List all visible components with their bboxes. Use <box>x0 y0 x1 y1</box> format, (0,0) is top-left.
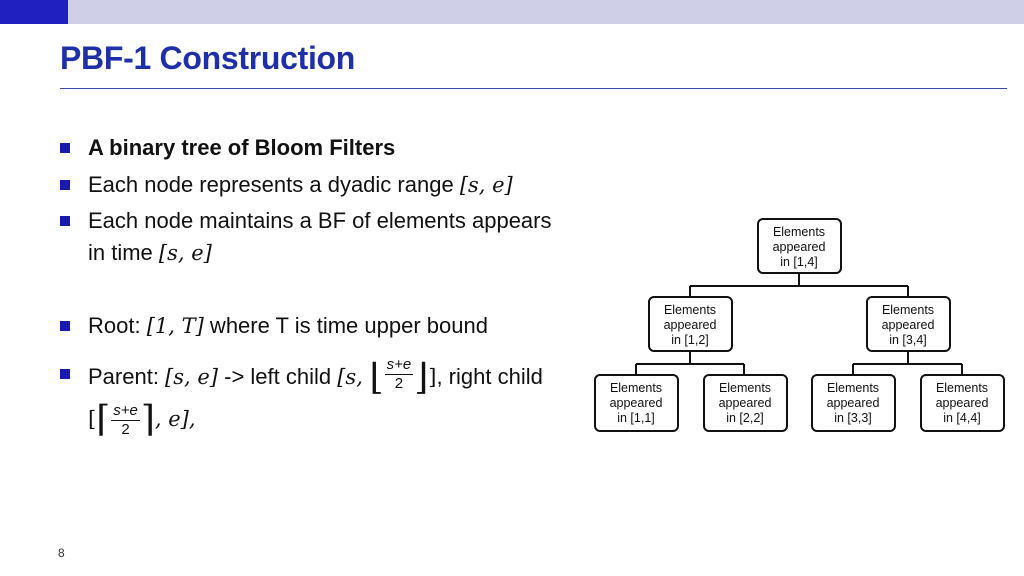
svg-text:Elements: Elements <box>773 225 825 239</box>
bullet-text: A binary tree of Bloom Filters <box>88 135 396 160</box>
bullet-text: in time [s, e] <box>88 240 212 265</box>
bullet-square-icon <box>60 369 70 379</box>
bullet-text: Root: [1, T] where T is time upper bound <box>88 313 488 338</box>
svg-text:in [3,3]: in [3,3] <box>834 411 872 425</box>
tree-node-leaf-1: Elements appeared in [1,1] <box>594 374 679 432</box>
svg-text:Elements: Elements <box>719 381 771 395</box>
tree-node-leaf-3: Elements appeared in [3,3] <box>811 374 896 432</box>
top-banner <box>0 0 1024 24</box>
bullet-text: Each node maintains a BF of elements app… <box>88 208 552 233</box>
bullet-square-icon <box>60 321 70 331</box>
svg-text:in [3,4]: in [3,4] <box>889 333 927 347</box>
svg-text:appeared: appeared <box>773 240 826 254</box>
bullet-square-icon <box>60 143 70 153</box>
bullet-text: Each node represents a dyadic range [s, … <box>88 172 513 197</box>
tree-connectors <box>635 273 963 375</box>
page-number: 8 <box>58 546 65 560</box>
svg-text:appeared: appeared <box>882 318 935 332</box>
svg-text:appeared: appeared <box>664 318 717 332</box>
bullet-square-icon <box>60 216 70 226</box>
svg-text:appeared: appeared <box>610 396 663 410</box>
math-range: [1, T] <box>146 314 204 338</box>
tree-node-leaf-4: Elements appeared in [4,4] <box>920 374 1005 432</box>
svg-text:in [4,4]: in [4,4] <box>943 411 981 425</box>
svg-text:Elements: Elements <box>610 381 662 395</box>
title-divider <box>60 88 1007 89</box>
svg-text:Elements: Elements <box>936 381 988 395</box>
svg-text:Elements: Elements <box>664 303 716 317</box>
slide-title: PBF-1 Construction <box>60 40 356 76</box>
svg-text:Elements: Elements <box>882 303 934 317</box>
svg-text:appeared: appeared <box>827 396 880 410</box>
tree-node-right: Elements appeared in [3,4] <box>866 296 951 352</box>
svg-text:appeared: appeared <box>719 396 772 410</box>
math-range: [s, e] <box>158 241 212 265</box>
top-banner-accent <box>0 0 68 24</box>
svg-text:in [1,2]: in [1,2] <box>671 333 709 347</box>
tree-node-root: Elements appeared in [1,4] <box>757 218 842 274</box>
math-range: [s, e] <box>459 173 513 197</box>
bullet-square-icon <box>60 180 70 190</box>
svg-text:appeared: appeared <box>936 396 989 410</box>
svg-text:in [2,2]: in [2,2] <box>726 411 764 425</box>
tree-node-leaf-2: Elements appeared in [2,2] <box>703 374 788 432</box>
svg-text:in [1,4]: in [1,4] <box>780 255 818 269</box>
tree-node-left: Elements appeared in [1,2] <box>648 296 733 352</box>
svg-text:Elements: Elements <box>827 381 879 395</box>
svg-text:in [1,1]: in [1,1] <box>617 411 655 425</box>
